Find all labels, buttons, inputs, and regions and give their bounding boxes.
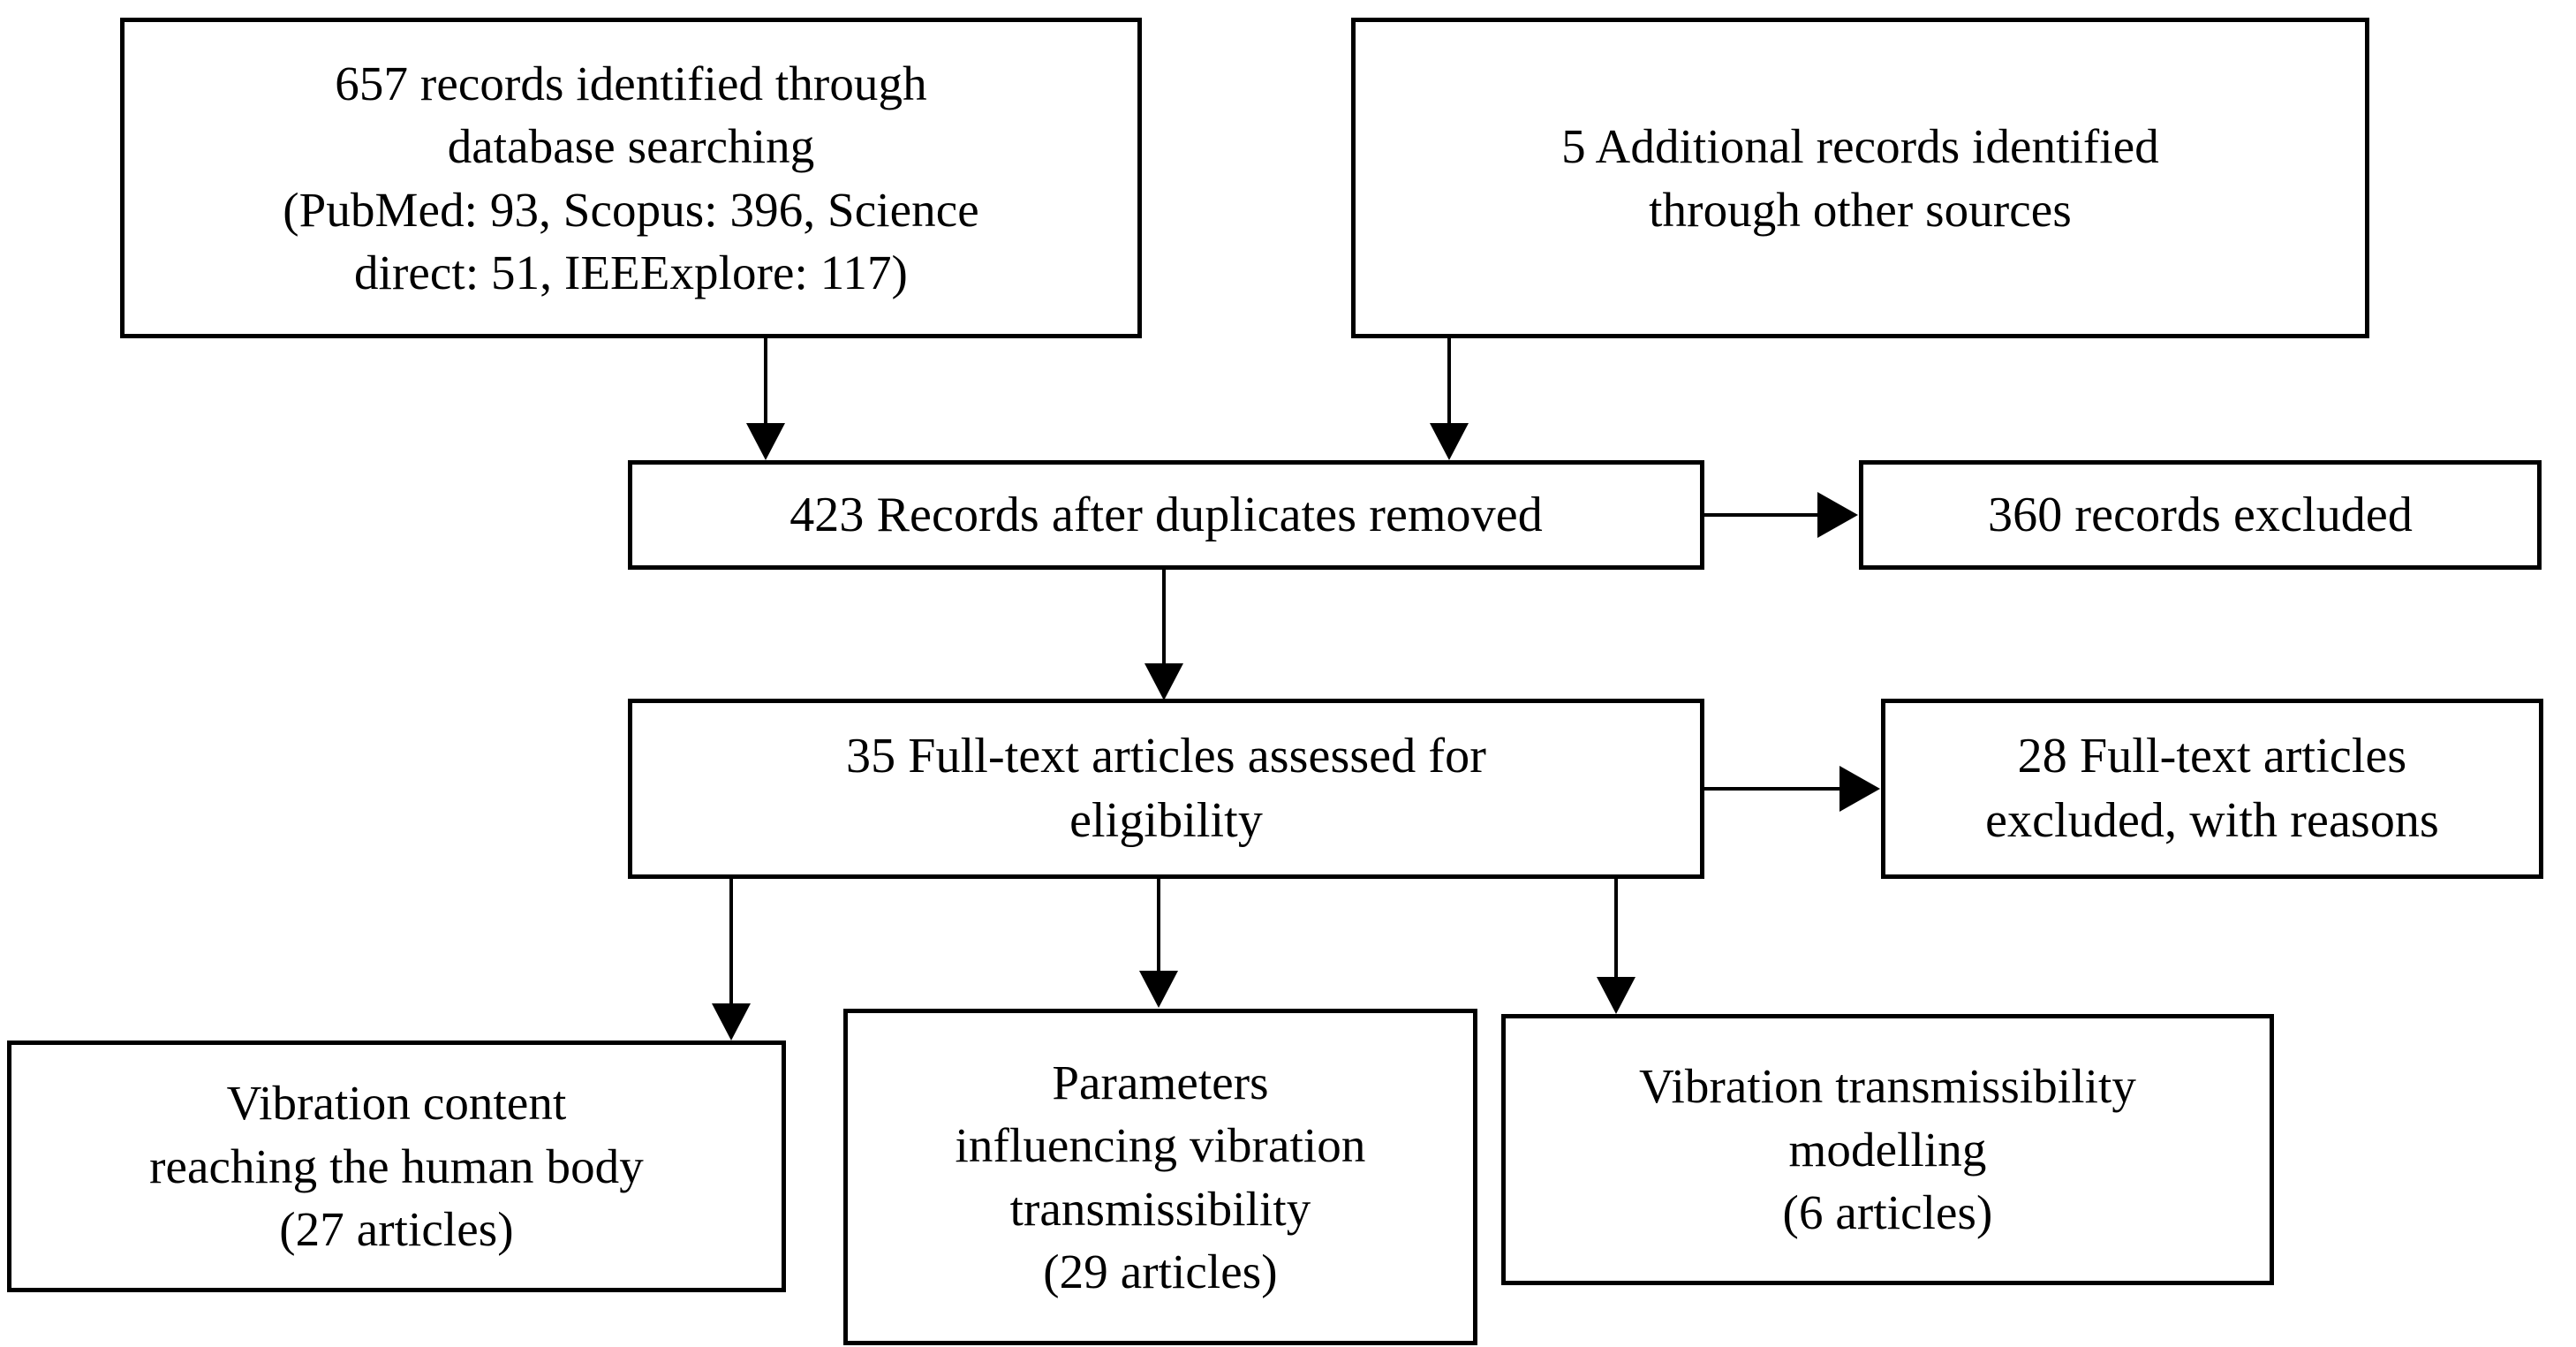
arrow-other-to-dedup — [1430, 423, 1469, 460]
arrow-dedup-to-excluded — [1817, 492, 1858, 538]
connector-line-fulltext-to-excluded — [1704, 787, 1841, 791]
connector-line-fulltext-to-outcome-1 — [729, 879, 733, 1003]
connector-line-dedup-to-fulltext — [1162, 570, 1166, 663]
connector-line-fulltext-to-outcome-3 — [1614, 879, 1618, 977]
node-outcome-vibration-content-label: Vibration content reaching the human bod… — [149, 1076, 644, 1257]
node-fulltext-articles-assessed-label: 35 Full-text articles assessed for eligi… — [845, 729, 1486, 848]
node-records-identified-database: 657 records identified through database … — [120, 18, 1142, 338]
node-records-after-duplicates-removed: 423 Records after duplicates removed — [628, 460, 1704, 570]
node-fulltext-articles-excluded-label: 28 Full-text articles excluded, with rea… — [1985, 729, 2439, 848]
node-fulltext-articles-excluded: 28 Full-text articles excluded, with rea… — [1881, 699, 2543, 879]
node-records-identified-other-sources: 5 Additional records identified through … — [1351, 18, 2369, 338]
connector-line-fulltext-to-outcome-2 — [1157, 879, 1160, 971]
arrow-fulltext-to-outcome-2 — [1139, 971, 1178, 1008]
node-records-identified-other-sources-label: 5 Additional records identified through … — [1561, 119, 2159, 237]
connector-line-db-to-dedup — [764, 338, 767, 423]
node-records-after-duplicates-removed-label: 423 Records after duplicates removed — [789, 487, 1543, 542]
node-outcome-parameters-influencing: Parameters influencing vibration transmi… — [843, 1009, 1477, 1345]
node-records-excluded: 360 records excluded — [1859, 460, 2542, 570]
node-fulltext-articles-assessed: 35 Full-text articles assessed for eligi… — [628, 699, 1704, 879]
arrow-fulltext-to-outcome-1 — [712, 1003, 751, 1041]
arrow-fulltext-to-excluded — [1839, 766, 1880, 812]
arrow-db-to-dedup — [746, 423, 785, 460]
node-records-excluded-label: 360 records excluded — [1988, 487, 2413, 542]
arrow-fulltext-to-outcome-3 — [1597, 977, 1635, 1014]
node-records-identified-database-label: 657 records identified through database … — [283, 56, 979, 300]
connector-line-other-to-dedup — [1447, 338, 1451, 423]
arrow-dedup-to-fulltext — [1144, 663, 1183, 700]
node-outcome-parameters-influencing-label: Parameters influencing vibration transmi… — [955, 1055, 1366, 1299]
connector-line-dedup-to-excluded — [1704, 513, 1819, 517]
node-outcome-transmissibility-modelling-label: Vibration transmissibility modelling (6 … — [1638, 1059, 2137, 1240]
node-outcome-vibration-content: Vibration content reaching the human bod… — [7, 1041, 786, 1292]
node-outcome-transmissibility-modelling: Vibration transmissibility modelling (6 … — [1501, 1014, 2274, 1285]
